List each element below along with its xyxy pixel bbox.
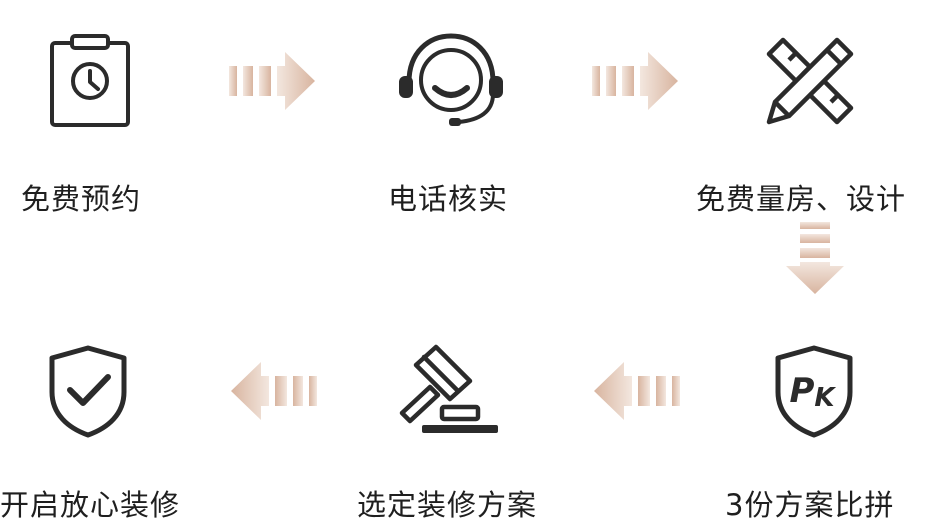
arrow-left-icon: [594, 362, 680, 420]
pk-shield-icon: PK: [775, 345, 853, 438]
arrow-right-icon: [229, 52, 315, 110]
arrow-down-icon: [786, 222, 844, 294]
step-label: 电话核实: [388, 182, 509, 216]
shield-check-icon: [49, 345, 127, 438]
arrow-right-icon: [592, 52, 678, 110]
step-label: 3份方案比拼: [725, 488, 895, 522]
gavel-icon: [399, 344, 498, 433]
headset-icon: [399, 33, 503, 126]
step-label: 免费预约: [21, 182, 142, 216]
step-label: 免费量房、设计: [696, 182, 907, 216]
step-label: 开启放心装修: [0, 488, 181, 522]
svg-text:PK: PK: [789, 371, 836, 413]
step-label: 选定装修方案: [357, 488, 538, 522]
arrow-left-icon: [231, 362, 317, 420]
clipboard-clock-icon: [50, 34, 130, 127]
ruler-pencil-icon: [766, 37, 854, 125]
